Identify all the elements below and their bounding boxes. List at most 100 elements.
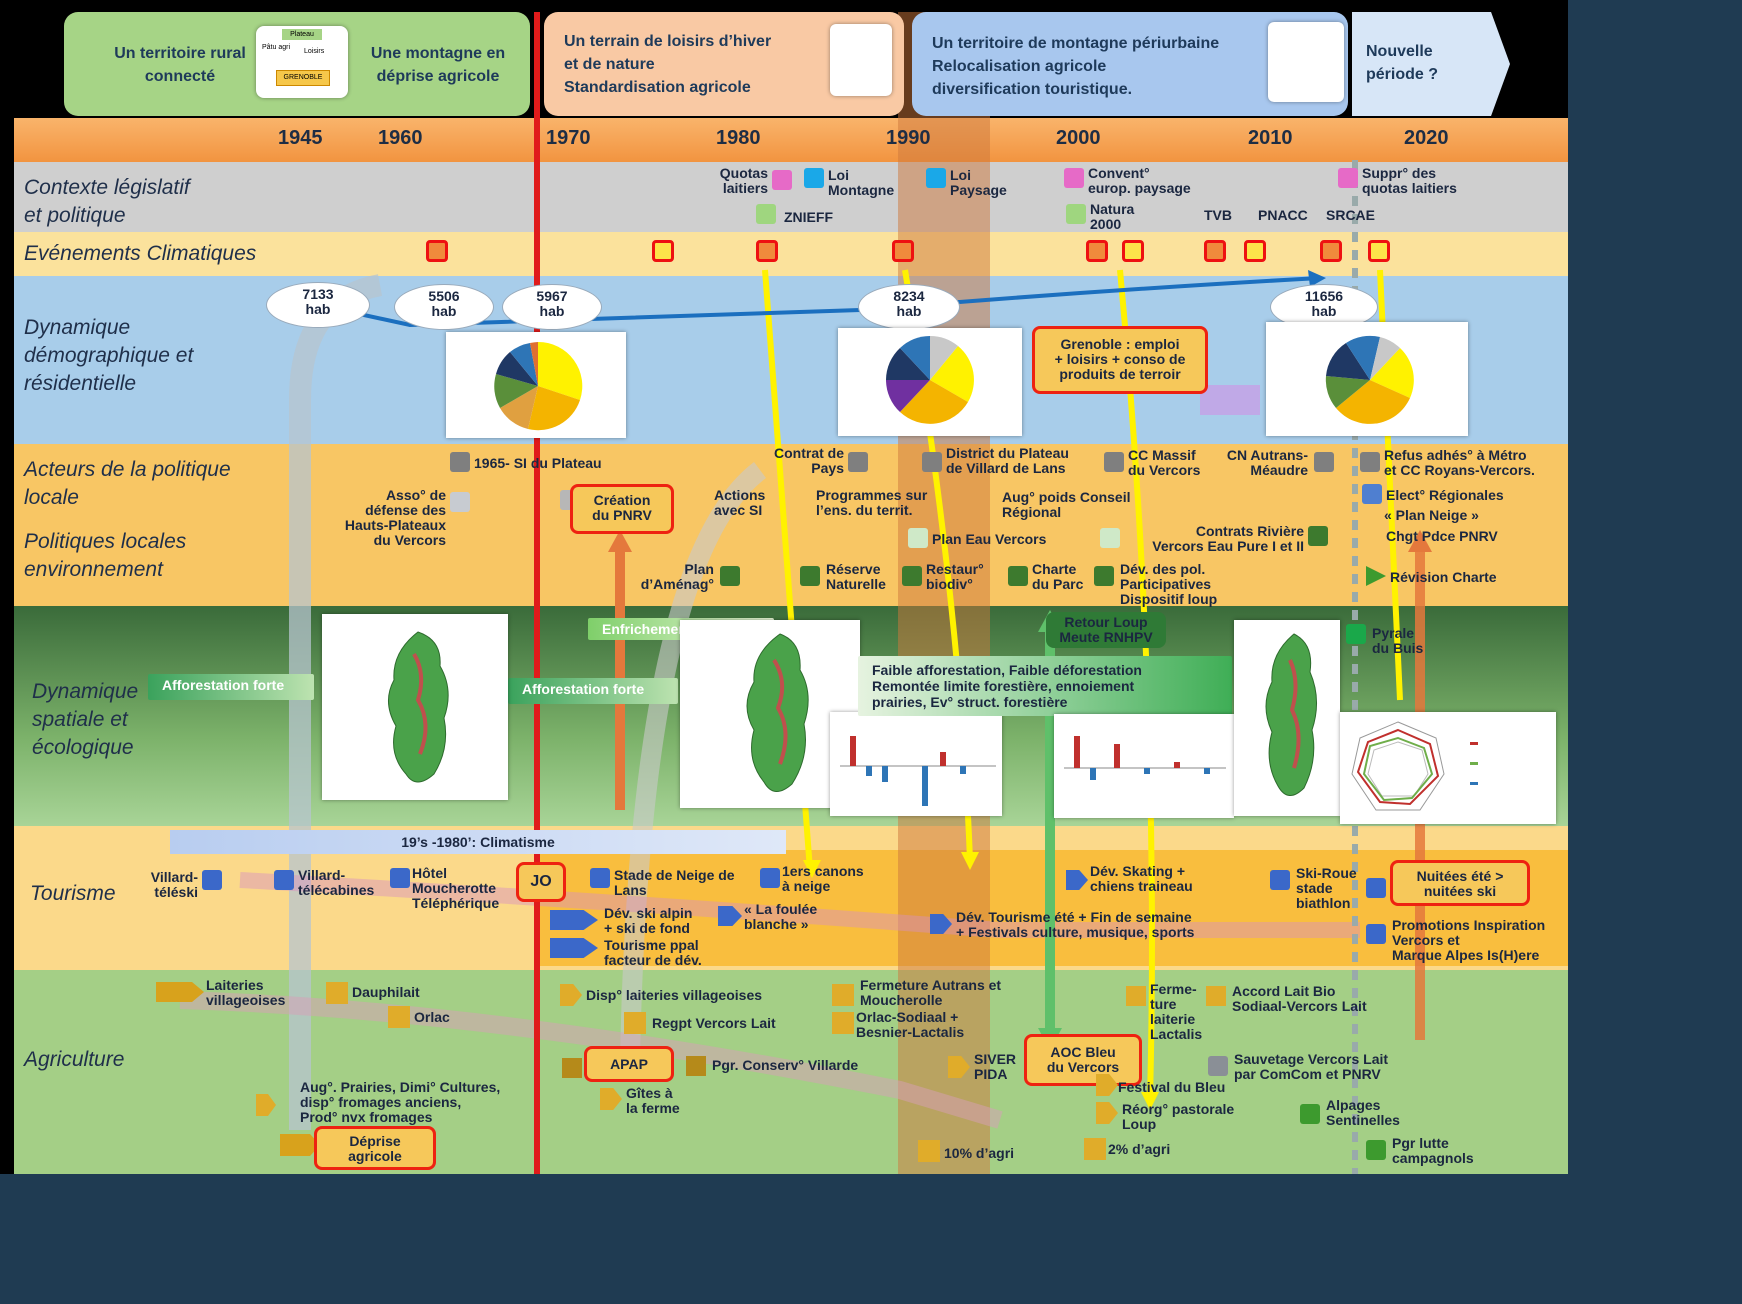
row-label-politiques-2: environnement xyxy=(24,558,163,581)
agri-sauvetage-1: Sauvetage Vercors Lait xyxy=(1234,1051,1389,1067)
act-cn-autrans-2: Méaudre xyxy=(1250,462,1308,478)
act-pnrv-box: Création du PNRV xyxy=(570,484,674,534)
tour-climatisme: 19’s -1980’: Climatisme xyxy=(401,834,555,850)
square-green xyxy=(1346,624,1366,644)
climate-event-2 xyxy=(652,240,674,262)
tour-dev-skating-2: chiens traineau xyxy=(1090,878,1193,894)
period-4-l1: Nouvelle xyxy=(1366,43,1433,60)
period-2-l3: Standardisation agricole xyxy=(564,79,751,96)
gold-square-icon xyxy=(1084,1138,1106,1160)
year-2010: 2010 xyxy=(1248,127,1293,149)
map-2015 xyxy=(1265,633,1317,796)
act-actions-si-2: avec SI xyxy=(714,502,763,518)
arrowhead-yellow-1 xyxy=(803,860,821,878)
period-3-inset xyxy=(1268,22,1344,102)
row-label-demo-2: démographique et xyxy=(24,344,194,367)
pie-chart-card-1990 xyxy=(838,328,1022,436)
square-blue xyxy=(1366,924,1386,944)
agri-fermeture-1: Fermeture Autrans et xyxy=(860,977,1002,993)
gold-arrow-icon xyxy=(156,982,204,1002)
agri-aoc-1: AOC Bleu xyxy=(1050,1044,1116,1060)
agri-aug-prairies: Aug°. Prairies, Dimi° Cultures, disp° fr… xyxy=(300,1080,500,1125)
tour-ski-roue-3: biathlon xyxy=(1296,895,1351,911)
inset-r1: Loisirs xyxy=(304,48,325,55)
pie-chart-card-2015 xyxy=(1266,322,1468,436)
act-cn-autrans-1: CN Autrans- xyxy=(1226,447,1308,463)
bar-chart-1 xyxy=(840,736,996,806)
square-blue xyxy=(274,870,294,890)
agri-fermeture-2: Moucherolle xyxy=(860,992,943,1008)
tour-foulee: « La foulée blanche » xyxy=(744,902,817,932)
tour-dev-tourisme-1: Dév. Tourisme été + Fin de semaine xyxy=(956,909,1192,925)
blue-arrow-icon xyxy=(718,906,742,926)
row-label-demo: Dynamique démographique et résidentielle xyxy=(24,314,193,398)
agri-apap: APAP xyxy=(610,1056,648,1072)
act-charte-2: du Parc xyxy=(1032,576,1084,592)
arrowhead-population xyxy=(1308,270,1326,287)
period-4-l2: période ? xyxy=(1366,66,1439,83)
agri-fermeture-laiterie-2: ture xyxy=(1150,996,1177,1012)
act-contrats-riviere-2: Vercors Eau Pure I et II xyxy=(1152,538,1304,554)
agri-accord-2: Sodiaal-Vercors Lait xyxy=(1232,998,1367,1014)
leg-quotas: Quotas laitiers xyxy=(712,166,768,196)
blue-arrow-icon xyxy=(550,910,598,930)
act-district-2: de Villard de Lans xyxy=(946,460,1066,476)
spatial-faible-1: Faible afforestation, Faible déforestati… xyxy=(872,662,1142,678)
tour-villard-telecabines-1: Villard- xyxy=(298,867,346,883)
act-contrats-riviere-1: Contrats Rivière xyxy=(1195,523,1304,539)
gold-arrow-icon xyxy=(948,1056,970,1078)
agri-siver: SIVER PIDA xyxy=(974,1052,1016,1082)
agri-fermeture-laiterie-4: Lactalis xyxy=(1150,1026,1203,1042)
leg-loi-montagne-2: Montagne xyxy=(828,182,895,198)
square-grey xyxy=(1360,452,1380,472)
square-blue xyxy=(1362,484,1382,504)
olive-square-icon xyxy=(686,1056,706,1076)
population-bubble: 5506 hab xyxy=(394,284,494,330)
blue-arrow-icon xyxy=(1066,870,1088,890)
gold-arrow-icon xyxy=(560,984,582,1006)
bar-chart-2 xyxy=(1064,736,1226,780)
agri-laiteries: Laiteries villageoises xyxy=(206,978,285,1008)
climate-event-7 xyxy=(1204,240,1226,262)
act-refus-2: et CC Royans-Vercors. xyxy=(1384,462,1535,478)
leg-pnacc: PNACC xyxy=(1258,207,1308,223)
inset-bottom: GRENOBLE xyxy=(276,70,330,86)
agri-gites: Gîtes à la ferme xyxy=(626,1086,680,1116)
leg-suppr-1: Suppr° des xyxy=(1362,165,1437,181)
spatial-aff-1: Afforestation forte xyxy=(148,674,314,700)
leg-quotas-1: Quotas xyxy=(719,165,768,181)
tour-dev-tourisme-2: + Festivals culture, musique, sports xyxy=(956,924,1195,940)
spatial-pyrale-2: du Buis xyxy=(1372,640,1424,656)
act-revision: Révision Charte xyxy=(1390,569,1497,585)
row-label-politiques-1: Politiques locales xyxy=(24,530,187,553)
square-dark-green xyxy=(1094,566,1114,586)
act-contrat-pays-2: Pays xyxy=(811,460,844,476)
tour-villard-teleski: Villard- téléski xyxy=(140,870,198,900)
agri-gites-2: la ferme xyxy=(626,1100,680,1116)
tour-promotions-1: Promotions Inspiration xyxy=(1392,917,1546,933)
agri-fermeture-laiterie-1: Ferme- xyxy=(1150,981,1197,997)
act-aug-poids-1: Aug° poids Conseil xyxy=(1002,489,1131,505)
tour-villard-teleski-2: téléski xyxy=(154,884,198,900)
square-blue xyxy=(1366,878,1386,898)
climate-event-8 xyxy=(1244,240,1266,262)
population-unit: hab xyxy=(305,301,331,317)
leg-suppr-square xyxy=(1338,168,1358,188)
agri-pgr-lutte: Pgr lutte campagnols xyxy=(1392,1136,1474,1166)
square-light-grey xyxy=(450,492,470,512)
agri-accord-1: Accord Lait Bio xyxy=(1232,983,1336,999)
gold-arrow-icon xyxy=(1096,1102,1118,1124)
act-elect: Elect° Régionales xyxy=(1386,487,1504,503)
tour-hotel-1: Hôtel xyxy=(412,865,447,881)
period-2-inset xyxy=(830,24,892,96)
agri-aug-prairies-3: Prod° nvx fromages xyxy=(300,1109,433,1125)
row-label-spatiale-2: spatiale et xyxy=(32,708,128,731)
tour-stade-2: Lans xyxy=(614,882,647,898)
act-asso-2: défense des xyxy=(365,502,446,518)
arrow-pink-agri xyxy=(179,991,1003,1129)
agri-orlac-sodiaal-2: Besnier-Lactalis xyxy=(856,1024,965,1040)
square-blue xyxy=(590,868,610,888)
population-unit: hab xyxy=(431,303,457,319)
row-label-climat: Evénements Climatiques xyxy=(24,242,257,265)
agri-alpages: Alpages Sentinelles xyxy=(1326,1098,1400,1128)
